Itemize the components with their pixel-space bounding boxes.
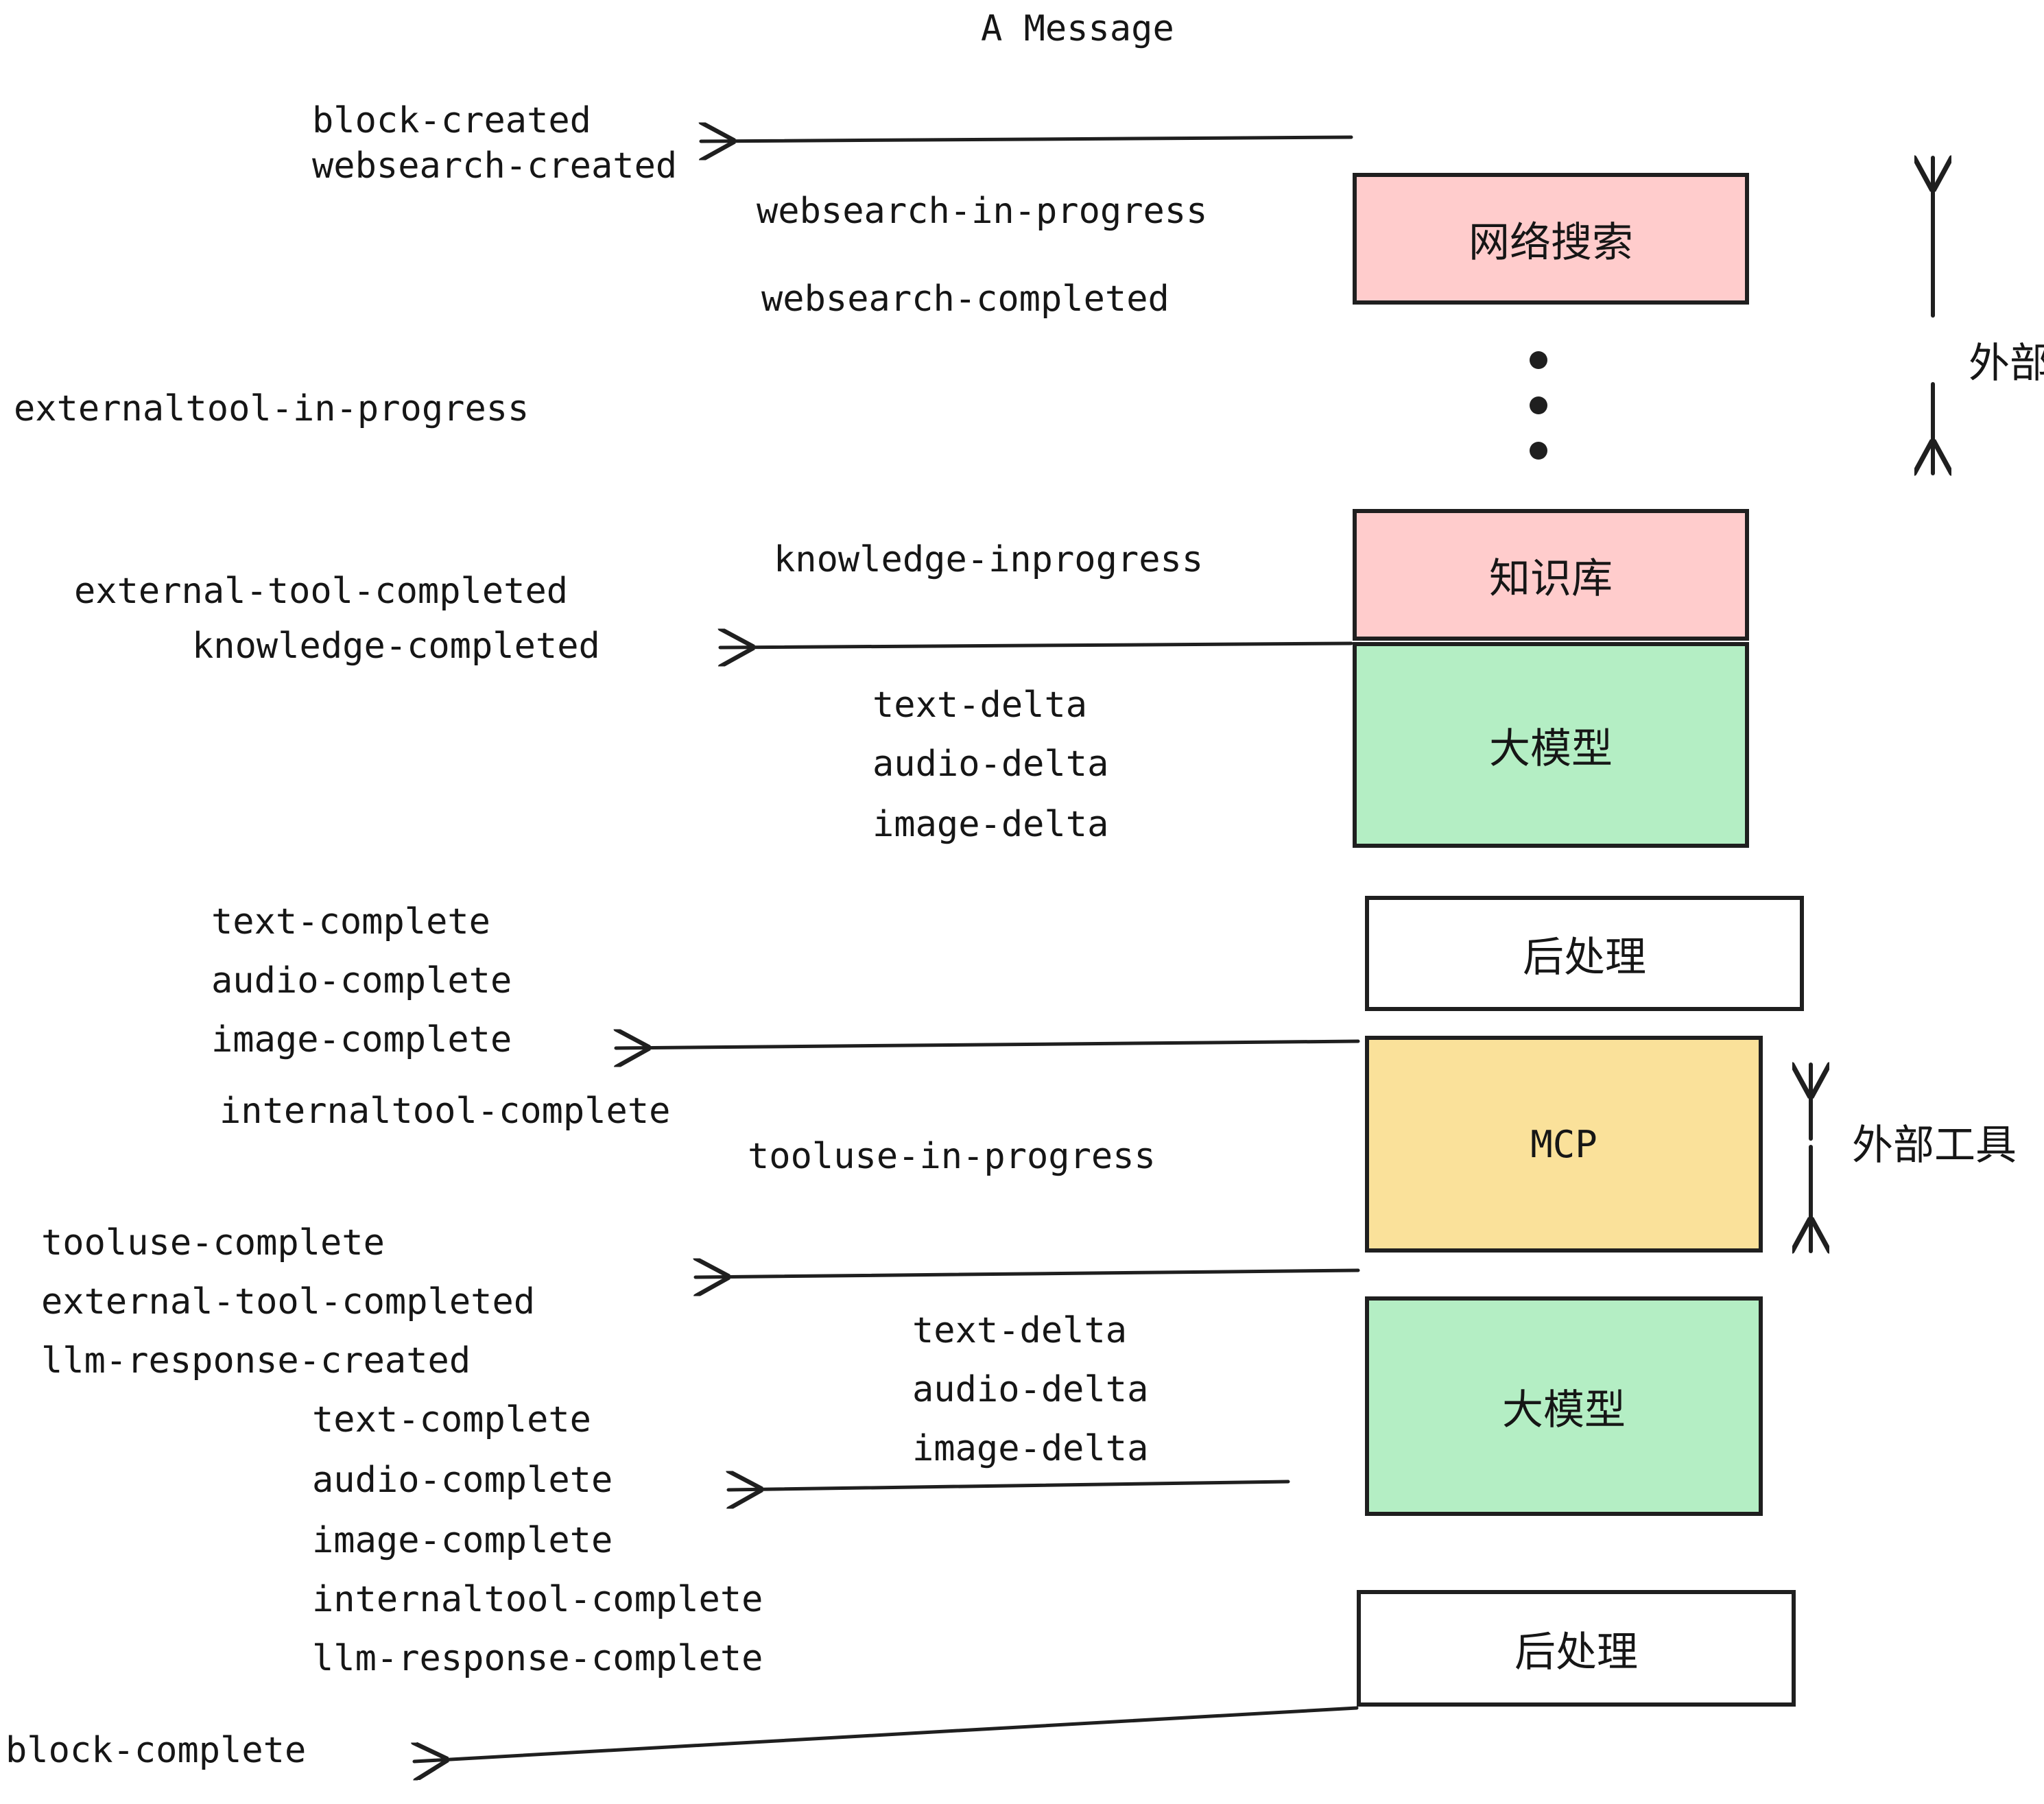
event-label-block-complete: block-complete	[5, 1730, 307, 1771]
event-label-audio-delta-1: audio-delta	[872, 744, 1109, 785]
event-label-llm-response-complete: llm-response-complete	[312, 1638, 763, 1679]
event-label-tooluse-in-progress: tooluse-in-progress	[748, 1136, 1156, 1177]
event-label-audio-complete-2: audio-complete	[312, 1460, 613, 1501]
arrow-audio-complete	[728, 1482, 1290, 1490]
node-label: 后处理	[1523, 933, 1646, 982]
ellipsis-dot-icon	[1530, 351, 1547, 369]
event-label-external-tool-completed-1: external-tool-completed	[74, 571, 569, 612]
event-label-image-complete-2: image-complete	[312, 1520, 613, 1561]
event-label-internaltool-complete-2: internaltool-complete	[312, 1579, 763, 1620]
node-label: 大模型	[1489, 724, 1613, 773]
event-label-image-delta-1: image-delta	[872, 804, 1109, 845]
node-llm-1[interactable]: 大模型	[1353, 642, 1749, 848]
node-llm-2[interactable]: 大模型	[1365, 1296, 1763, 1516]
node-label: 后处理	[1514, 1628, 1638, 1676]
event-label-block-created: block-created	[312, 100, 591, 141]
arrow-block-created	[701, 137, 1353, 141]
event-label-knowledge-inprogress: knowledge-inprogress	[774, 539, 1204, 580]
event-label-llm-response-created: llm-response-created	[41, 1340, 471, 1381]
event-label-knowledge-completed: knowledge-completed	[192, 626, 600, 667]
node-postproc-1[interactable]: 后处理	[1365, 896, 1804, 1011]
event-label-image-complete-1: image-complete	[211, 1019, 512, 1060]
node-label: MCP	[1530, 1122, 1597, 1166]
node-mcp[interactable]: MCP	[1365, 1036, 1763, 1253]
ellipsis-dot-icon	[1530, 442, 1547, 460]
diagram-title: A Message	[981, 8, 1174, 49]
event-label-image-delta-2: image-delta	[912, 1428, 1149, 1469]
event-label-tooluse-complete: tooluse-complete	[41, 1222, 385, 1263]
side-label-external-tool-bottom: 外部工具	[1852, 1121, 2017, 1170]
node-label: 知识库	[1489, 554, 1613, 603]
side-label-external-tool-top: 外部工具	[1969, 340, 2044, 388]
arrow-tooluse-complete	[696, 1270, 1360, 1277]
node-postproc-2[interactable]: 后处理	[1357, 1590, 1796, 1707]
event-label-text-delta-1: text-delta	[872, 685, 1088, 726]
event-label-audio-complete-1: audio-complete	[211, 960, 512, 1001]
ellipsis-dot-icon	[1530, 396, 1547, 414]
event-label-websearch-created: websearch-created	[312, 145, 678, 187]
event-label-websearch-completed: websearch-completed	[761, 278, 1169, 320]
node-websearch[interactable]: 网络搜索	[1353, 173, 1749, 305]
node-knowledge[interactable]: 知识库	[1353, 509, 1749, 641]
event-label-internaltool-complete-1: internaltool-complete	[219, 1091, 671, 1132]
event-label-externaltool-in-progress: externaltool-in-progress	[14, 388, 530, 429]
event-label-external-tool-completed-2: external-tool-completed	[41, 1281, 536, 1322]
event-label-text-complete-2: text-complete	[312, 1399, 591, 1440]
event-label-text-delta-2: text-delta	[912, 1310, 1128, 1351]
event-label-websearch-in-progress: websearch-in-progress	[757, 191, 1208, 232]
arrow-image-complete	[616, 1041, 1360, 1048]
event-label-audio-delta-2: audio-delta	[912, 1369, 1149, 1410]
event-label-text-complete-1: text-complete	[211, 901, 490, 942]
node-label: 网络搜索	[1469, 218, 1633, 267]
arrow-knowledge-done	[720, 643, 1353, 648]
node-label: 大模型	[1502, 1386, 1626, 1434]
arrow-block-complete	[414, 1706, 1359, 1761]
